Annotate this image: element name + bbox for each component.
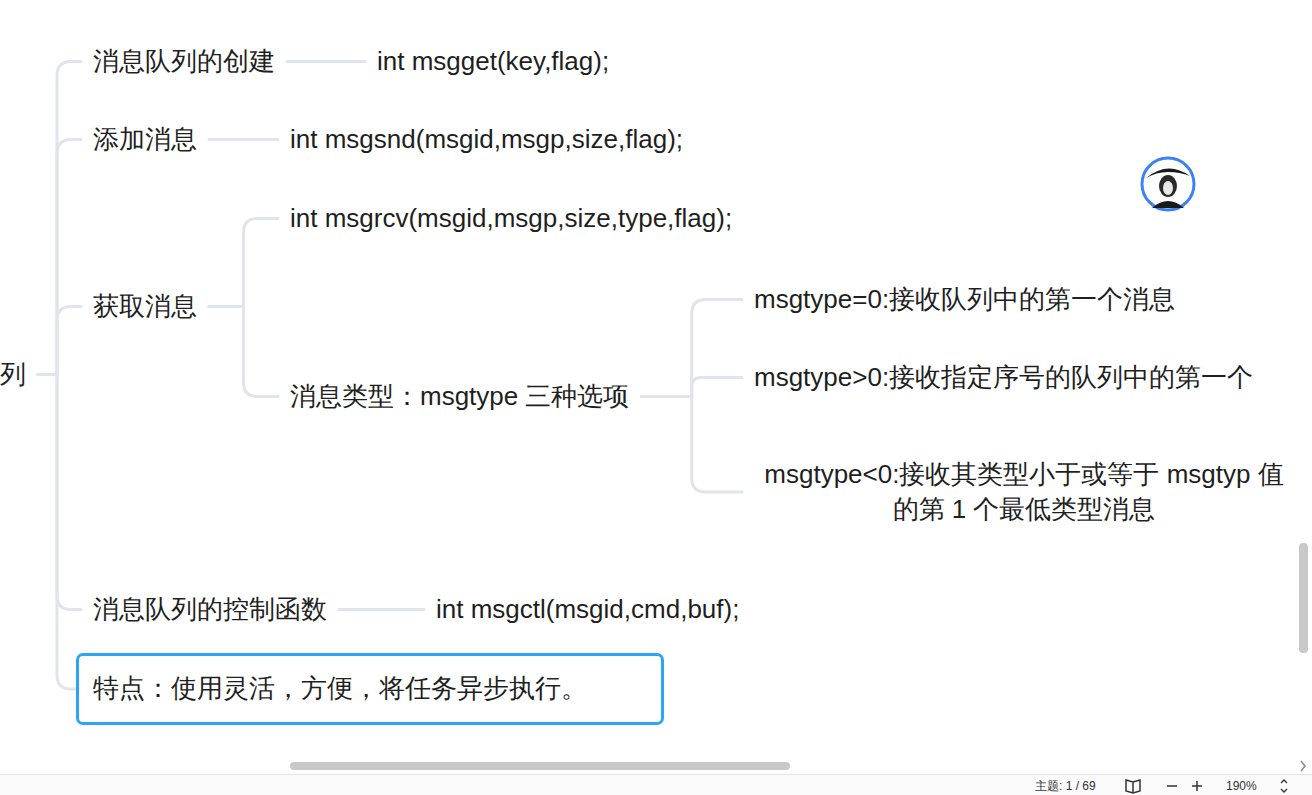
- vertical-scrollbar: [1299, 543, 1308, 653]
- branch-connector: [209, 307, 278, 397]
- status-text: 主题: 1 / 69: [1035, 778, 1096, 795]
- topic-text: 消息队列的创建: [93, 44, 275, 79]
- topic-text: int msgsnd(msgid,msgp,size,flag);: [290, 122, 683, 157]
- highlight-topic: 特点：使用灵活，方便，将任务异步执行。: [76, 653, 664, 725]
- branch-connector: [38, 62, 81, 375]
- topic-text: int msgget(key,flag);: [377, 44, 609, 79]
- topic-text: 消息队列的控制函数: [93, 592, 327, 627]
- branch-connector: [209, 219, 278, 307]
- topic-node: 消息队列的控制函数: [93, 592, 327, 627]
- topic-text: int msgrcv(msgid,msgp,size,type,flag);: [290, 201, 732, 236]
- status-icons: [0, 775, 1312, 795]
- branch-connector: [642, 378, 743, 397]
- topic-text: msgtype<0:接收其类型小于或等于 msgtyp 值的第 1 个最低类型消…: [754, 457, 1294, 527]
- topic-node: 列: [0, 357, 26, 392]
- topic-node: 添加消息: [93, 122, 197, 157]
- branch-connector: [642, 397, 743, 493]
- topic-node: int msgctl(msgid,cmd,buf);: [436, 592, 739, 627]
- branch-connector: [38, 375, 81, 610]
- topic-text: 列: [0, 357, 26, 392]
- topic-node: msgtype=0:接收队列中的第一个消息: [754, 282, 1175, 317]
- branch-connector: [339, 608, 424, 611]
- branch-connector: [38, 375, 76, 689]
- topic-text: 添加消息: [93, 122, 197, 157]
- topic-text: 特点：使用灵活，方便，将任务异步执行。: [93, 671, 587, 706]
- branch-connector: [287, 60, 365, 63]
- topic-node: 获取消息: [93, 289, 197, 324]
- topic-text: 消息类型：msgtype 三种选项: [290, 379, 630, 414]
- topic-node: 消息类型：msgtype 三种选项: [290, 379, 630, 414]
- avatar-icon: [1142, 158, 1194, 210]
- topic-node: 消息队列的创建: [93, 44, 275, 79]
- topic-text: int msgctl(msgid,cmd,buf);: [436, 592, 739, 627]
- topic-node: int msgrcv(msgid,msgp,size,type,flag);: [290, 201, 732, 236]
- branch-connector: [38, 140, 81, 375]
- topic-node: int msgget(key,flag);: [377, 44, 609, 79]
- branch-connector: [642, 300, 743, 397]
- branch-connector: [209, 138, 278, 141]
- topic-node: msgtype>0:接收指定序号的队列中的第一个: [754, 360, 1253, 395]
- topic-text: msgtype=0:接收队列中的第一个消息: [754, 282, 1175, 317]
- topic-text: 获取消息: [93, 289, 197, 324]
- branch-connector: [38, 307, 81, 375]
- status-bar: [0, 774, 1312, 795]
- status-text: 190%: [1226, 779, 1257, 793]
- topic-node: msgtype<0:接收其类型小于或等于 msgtyp 值的第 1 个最低类型消…: [754, 457, 1294, 527]
- horizontal-scrollbar: [290, 761, 1305, 771]
- topic-text: msgtype>0:接收指定序号的队列中的第一个: [754, 360, 1253, 395]
- topic-node: int msgsnd(msgid,msgp,size,flag);: [290, 122, 683, 157]
